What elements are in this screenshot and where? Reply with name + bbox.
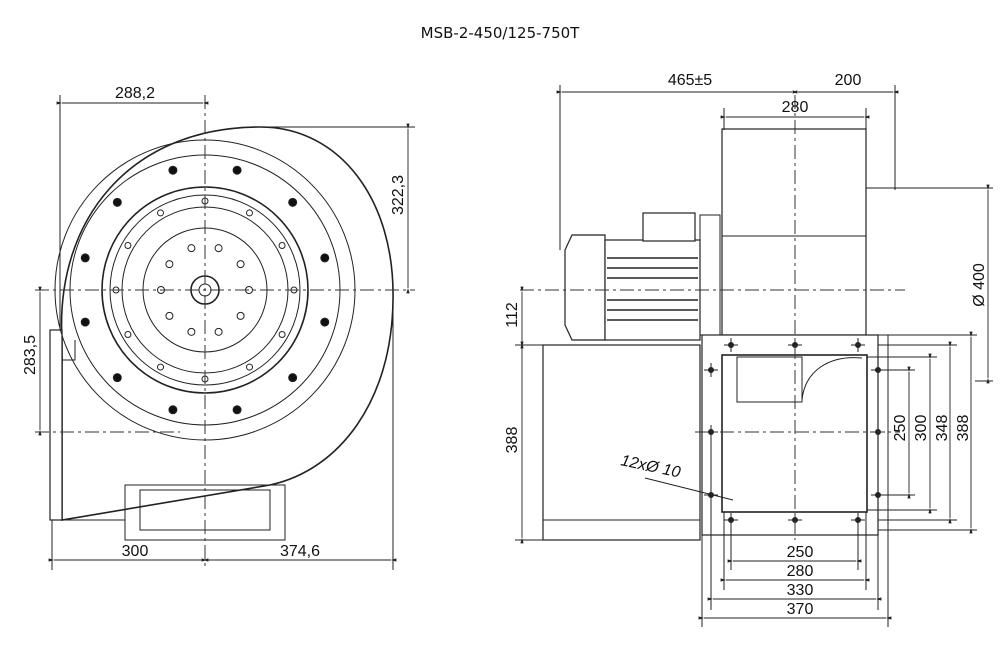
hole-crosshair [704,363,718,377]
dim-280-h: 280 [787,563,814,580]
front-view: 288,2 322,3 283,5 300 374,6 [22,85,415,570]
outlet-flange [49,329,63,521]
drawing-title: MSB-2-450/125-750T [421,24,580,42]
outer-bolt [168,405,178,415]
ring-bolt [246,363,253,371]
dim-322-3: 322,3 [390,175,407,215]
ring-bolt [246,209,253,217]
hub-bolt [236,311,245,320]
dim-283-5: 283,5 [22,335,39,375]
outer-bolt [320,317,330,327]
dim-330-h: 330 [787,582,814,599]
dim-374-6: 374,6 [280,543,320,560]
dim-112: 112 [504,302,521,328]
motor-fan-cover [564,234,606,341]
ring-bolt [124,331,132,338]
holes-leader [644,477,734,501]
hub-bolt [214,327,223,336]
ring-bolt [278,242,286,249]
dim-200: 200 [835,72,862,89]
dim-250-h: 250 [787,544,814,561]
hole-crosshair [851,338,865,352]
hub-bolt [165,260,174,269]
dim-diameter-400: Ø 400 [971,263,988,307]
outer-bolt [232,165,242,175]
outer-bolt [112,373,122,383]
ring-bolt [278,331,286,338]
outer-bolt [80,317,90,327]
dim-300-v: 300 [913,415,930,442]
dim-465: 465±5 [668,72,712,89]
outer-bolt [232,405,242,415]
side-view: 465±5 200 280 Ø 400 112 388 12xØ 10 250 … [504,72,993,627]
hub-bolt [214,244,223,253]
ring-bolt [157,363,164,371]
fan-housing [721,128,867,336]
dim-250-v: 250 [892,415,909,442]
outlet-flange [701,334,879,536]
terminal-box [642,212,696,242]
hub-bolt [187,327,196,336]
outer-bolt [288,197,298,207]
hole-crosshair [724,338,738,352]
outer-bolt [80,253,90,263]
dim-280-top: 280 [782,99,809,116]
hub-bolt [165,311,174,320]
hub-bolt [187,244,196,253]
dim-348-v: 348 [934,415,951,442]
dim-370-h: 370 [787,601,814,618]
hub-bolt [236,260,245,269]
outer-bolt [320,253,330,263]
scroll-housing [60,126,394,521]
dim-388-v: 388 [955,415,972,442]
dim-300: 300 [122,543,149,560]
ring-bolt [124,242,132,249]
base-frame [542,344,701,541]
dim-388-left: 388 [504,427,521,454]
ring-bolt [157,209,164,217]
outer-bolt [168,165,178,175]
outer-bolt [288,373,298,383]
dim-288-2: 288,2 [115,85,155,102]
outer-bolt [112,197,122,207]
